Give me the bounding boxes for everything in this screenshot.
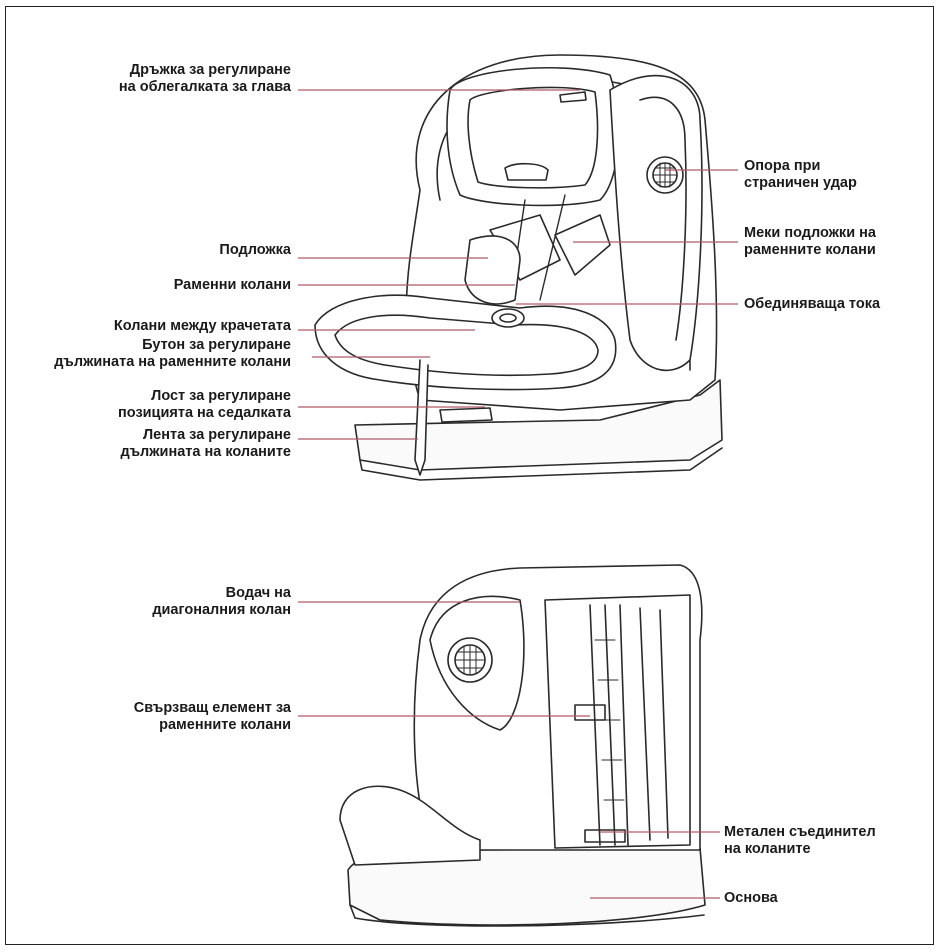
label-line: Бутон за регулиране <box>54 337 291 354</box>
label-adjust-strap: Лента за регулиране дължината на коланит… <box>120 427 291 461</box>
label-base: Основа <box>724 890 778 907</box>
label-line: раменните колани <box>134 717 291 734</box>
label-line: страничен удар <box>744 175 857 192</box>
label-seat-lever: Лост за регулиране позицията на седалкат… <box>118 388 291 422</box>
label-line: на коланите <box>724 841 876 858</box>
label-side-impact: Опора при страничен удар <box>744 158 857 192</box>
label-line: Дръжка за регулиране <box>119 62 291 79</box>
label-diagonal-guide: Водач на диагоналния колан <box>152 585 291 619</box>
front-cushion <box>465 236 520 304</box>
label-line: дължината на коланите <box>120 444 291 461</box>
label-line: Меки подложки на <box>744 225 876 242</box>
label-line: Свързващ елемент за <box>134 700 291 717</box>
label-line: Подложка <box>219 242 291 259</box>
label-line: Опора при <box>744 158 857 175</box>
label-metal-connector: Метален съединител на коланите <box>724 824 876 858</box>
label-line: Лост за регулиране <box>118 388 291 405</box>
label-crotch-belt: Колани между крачетата <box>114 318 291 335</box>
label-line: Колани между крачетата <box>114 318 291 335</box>
front-view-seat <box>315 55 722 480</box>
label-connector: Свързващ елемент за раменните колани <box>134 700 291 734</box>
label-soft-pads: Меки подложки на раменните колани <box>744 225 876 259</box>
label-line: Основа <box>724 890 778 907</box>
buckle-shape <box>492 309 524 327</box>
label-buckle: Обединяваща тока <box>744 296 880 313</box>
label-line: Лента за регулиране <box>120 427 291 444</box>
label-line: дължината на раменните колани <box>54 354 291 371</box>
label-shoulder-belts: Раменни колани <box>174 277 291 294</box>
rear-view-seat <box>340 565 705 926</box>
seat-pan <box>315 295 616 389</box>
label-line: на облегалката за глава <box>119 79 291 96</box>
label-line: диагоналния колан <box>152 602 291 619</box>
label-line: Обединяваща тока <box>744 296 880 313</box>
label-line: раменните колани <box>744 242 876 259</box>
label-line: Раменни колани <box>174 277 291 294</box>
label-line: Метален съединител <box>724 824 876 841</box>
label-line: Водач на <box>152 585 291 602</box>
label-line: позицията на седалката <box>118 405 291 422</box>
label-headrest-handle: Дръжка за регулиране на облегалката за г… <box>119 62 291 96</box>
label-adjust-button: Бутон за регулиране дължината на раменни… <box>54 337 291 371</box>
label-cushion: Подложка <box>219 242 291 259</box>
